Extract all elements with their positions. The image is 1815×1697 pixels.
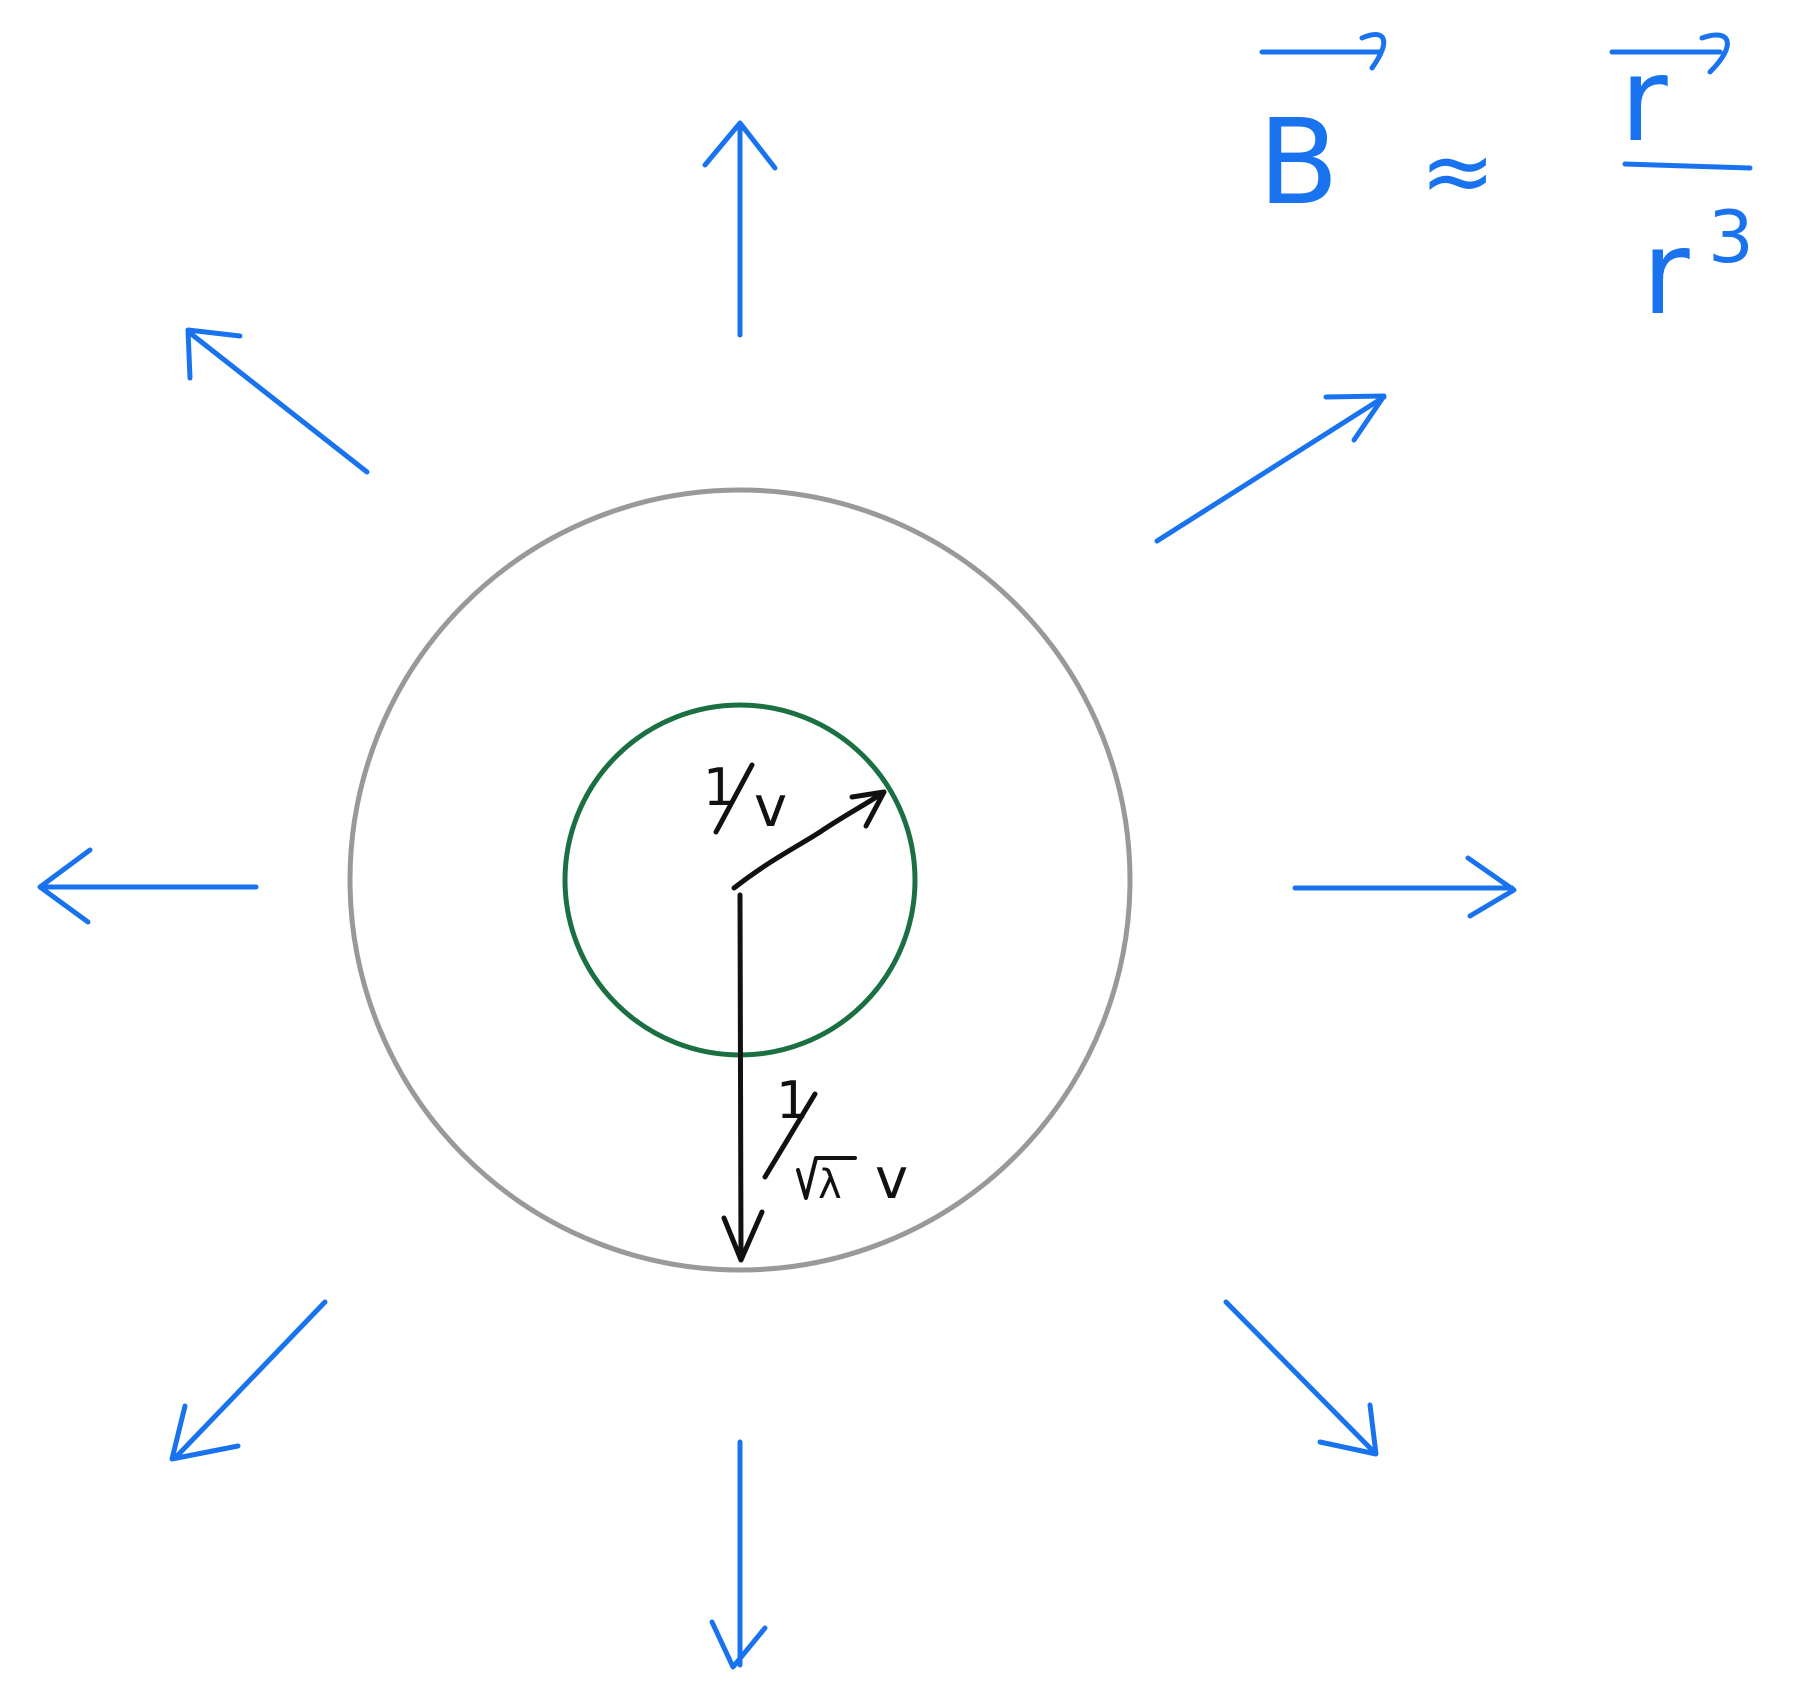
inner-label-denominator: v [754, 775, 787, 840]
formula-fraction-bar [1622, 161, 1753, 171]
vector-arrow-icon [1259, 32, 1387, 71]
field-arrow-down-left [169, 1299, 328, 1462]
field-arrow-up-left [185, 327, 370, 475]
outer-label-numerator: 1 [776, 1071, 809, 1131]
vector-arrow-icon [1609, 32, 1730, 75]
outer-label-sqrt-sign [796, 1156, 857, 1200]
outer-radius-label: 1 λ v [762, 1071, 908, 1212]
outer-radius-arrow [721, 892, 765, 1263]
outer-label-denominator-tail: v [875, 1147, 908, 1212]
field-arrow-up-right [1154, 393, 1387, 544]
field-arrow-left [37, 847, 259, 925]
outer-label-root-symbol: λ [818, 1162, 842, 1208]
field-arrow-right [1292, 855, 1517, 919]
formula-numerator: r [1620, 33, 1668, 168]
field-formula: B ≈ r r 3 [1258, 32, 1754, 341]
formula-denominator-base: r [1642, 206, 1690, 341]
field-arrows [37, 120, 1517, 1670]
radius-arrows [721, 789, 887, 1263]
field-arrow-down-right [1223, 1299, 1379, 1457]
formula-lhs: B [1258, 93, 1339, 231]
inner-label-fraction-slash [713, 762, 755, 835]
inner-radius-arrow [731, 789, 887, 891]
outer-label-fraction-slash [762, 1091, 818, 1180]
formula-denominator-exponent: 3 [1708, 195, 1754, 279]
inner-radius-label: 1 v [703, 758, 787, 840]
outer-circle [347, 487, 1133, 1273]
field-arrow-down [709, 1439, 768, 1670]
formula-approx: ≈ [1420, 119, 1495, 224]
field-arrow-up [702, 120, 778, 338]
